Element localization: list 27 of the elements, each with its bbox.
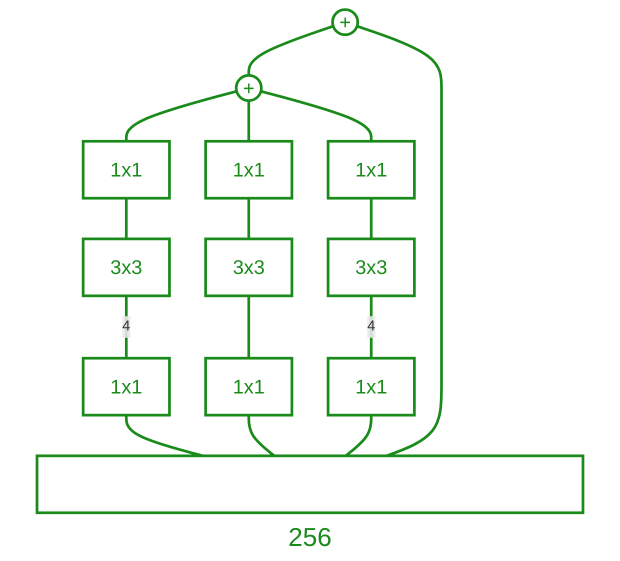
connector — [370, 296, 373, 358]
connector — [344, 415, 373, 457]
edge-label: 4 — [367, 318, 376, 334]
node-box: 1x1 — [326, 356, 416, 416]
node-circle: + — [331, 8, 360, 36]
connector — [247, 296, 250, 358]
connector — [247, 100, 250, 142]
connector — [260, 90, 373, 142]
connector — [247, 24, 334, 76]
node-box: 1x1 — [82, 140, 171, 200]
connector — [247, 415, 276, 457]
node-circle: + — [234, 74, 263, 102]
node-box: 1x1 — [82, 356, 171, 416]
connector — [124, 90, 237, 142]
connector — [370, 198, 373, 239]
node-box: 3x3 — [82, 238, 171, 298]
connector — [124, 198, 128, 239]
node-box: 1x1 — [204, 140, 294, 200]
connector — [247, 198, 250, 239]
node-box: 3x3 — [204, 238, 294, 298]
node-bar — [36, 454, 584, 514]
width-label: 256 — [288, 522, 332, 552]
edge-label: 4 — [122, 318, 130, 334]
node-box: 3x3 — [326, 238, 416, 298]
node-box: 1x1 — [326, 140, 416, 200]
node-box: 1x1 — [204, 356, 294, 416]
connector — [124, 296, 128, 358]
